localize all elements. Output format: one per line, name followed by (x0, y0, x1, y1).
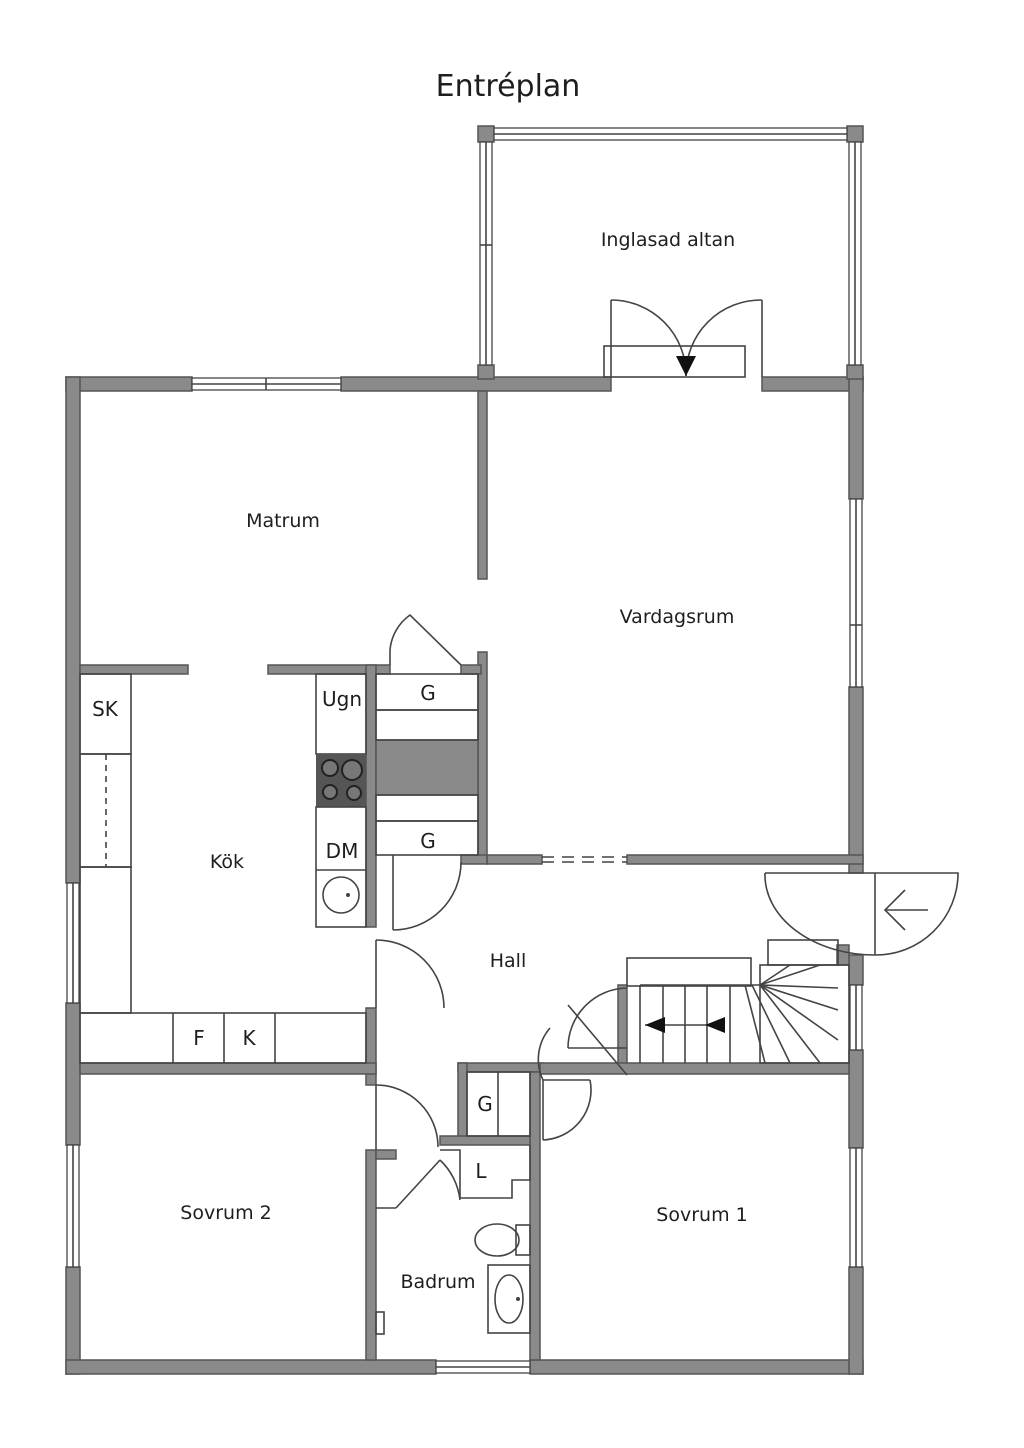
closet-fixtures (375, 673, 531, 1199)
room-label-matrum: Matrum (246, 510, 320, 532)
label-g-top: G (420, 681, 436, 705)
bathroom-sink-icon (494, 1274, 524, 1324)
room-label-badrum: Badrum (400, 1271, 475, 1293)
label-l: L (475, 1159, 487, 1183)
sunroom-walls (477, 125, 864, 380)
toilet-icon (474, 1223, 520, 1257)
label-g-hall: G (477, 1092, 493, 1116)
doors (375, 299, 959, 1209)
label-dm: DM (326, 839, 359, 863)
room-label-hall: Hall (490, 950, 527, 972)
room-label-sovrum2: Sovrum 2 (180, 1202, 271, 1224)
interior-walls (79, 390, 864, 1361)
room-label-vardagsrum: Vardagsrum (620, 606, 735, 628)
bathroom-fixtures (375, 1223, 531, 1335)
room-label-altan: Inglasad altan (601, 229, 735, 251)
room-labels: Inglasad altan Matrum Vardagsrum Kök Hal… (180, 229, 747, 1293)
label-sk: SK (92, 697, 119, 721)
room-label-kok: Kök (210, 851, 244, 873)
kitchen-sink-icon (322, 876, 360, 914)
kitchen-fixtures (79, 673, 367, 1064)
fixture-labels: SK Ugn DM F K G G G L (92, 681, 493, 1183)
label-g-mid: G (420, 829, 436, 853)
windows (66, 377, 863, 1374)
room-label-sovrum1: Sovrum 1 (656, 1204, 747, 1226)
label-f: F (193, 1026, 205, 1050)
label-ugn: Ugn (322, 687, 362, 711)
plan-title: Entréplan (436, 69, 581, 104)
staircase (626, 939, 850, 1064)
label-k: K (242, 1026, 256, 1050)
